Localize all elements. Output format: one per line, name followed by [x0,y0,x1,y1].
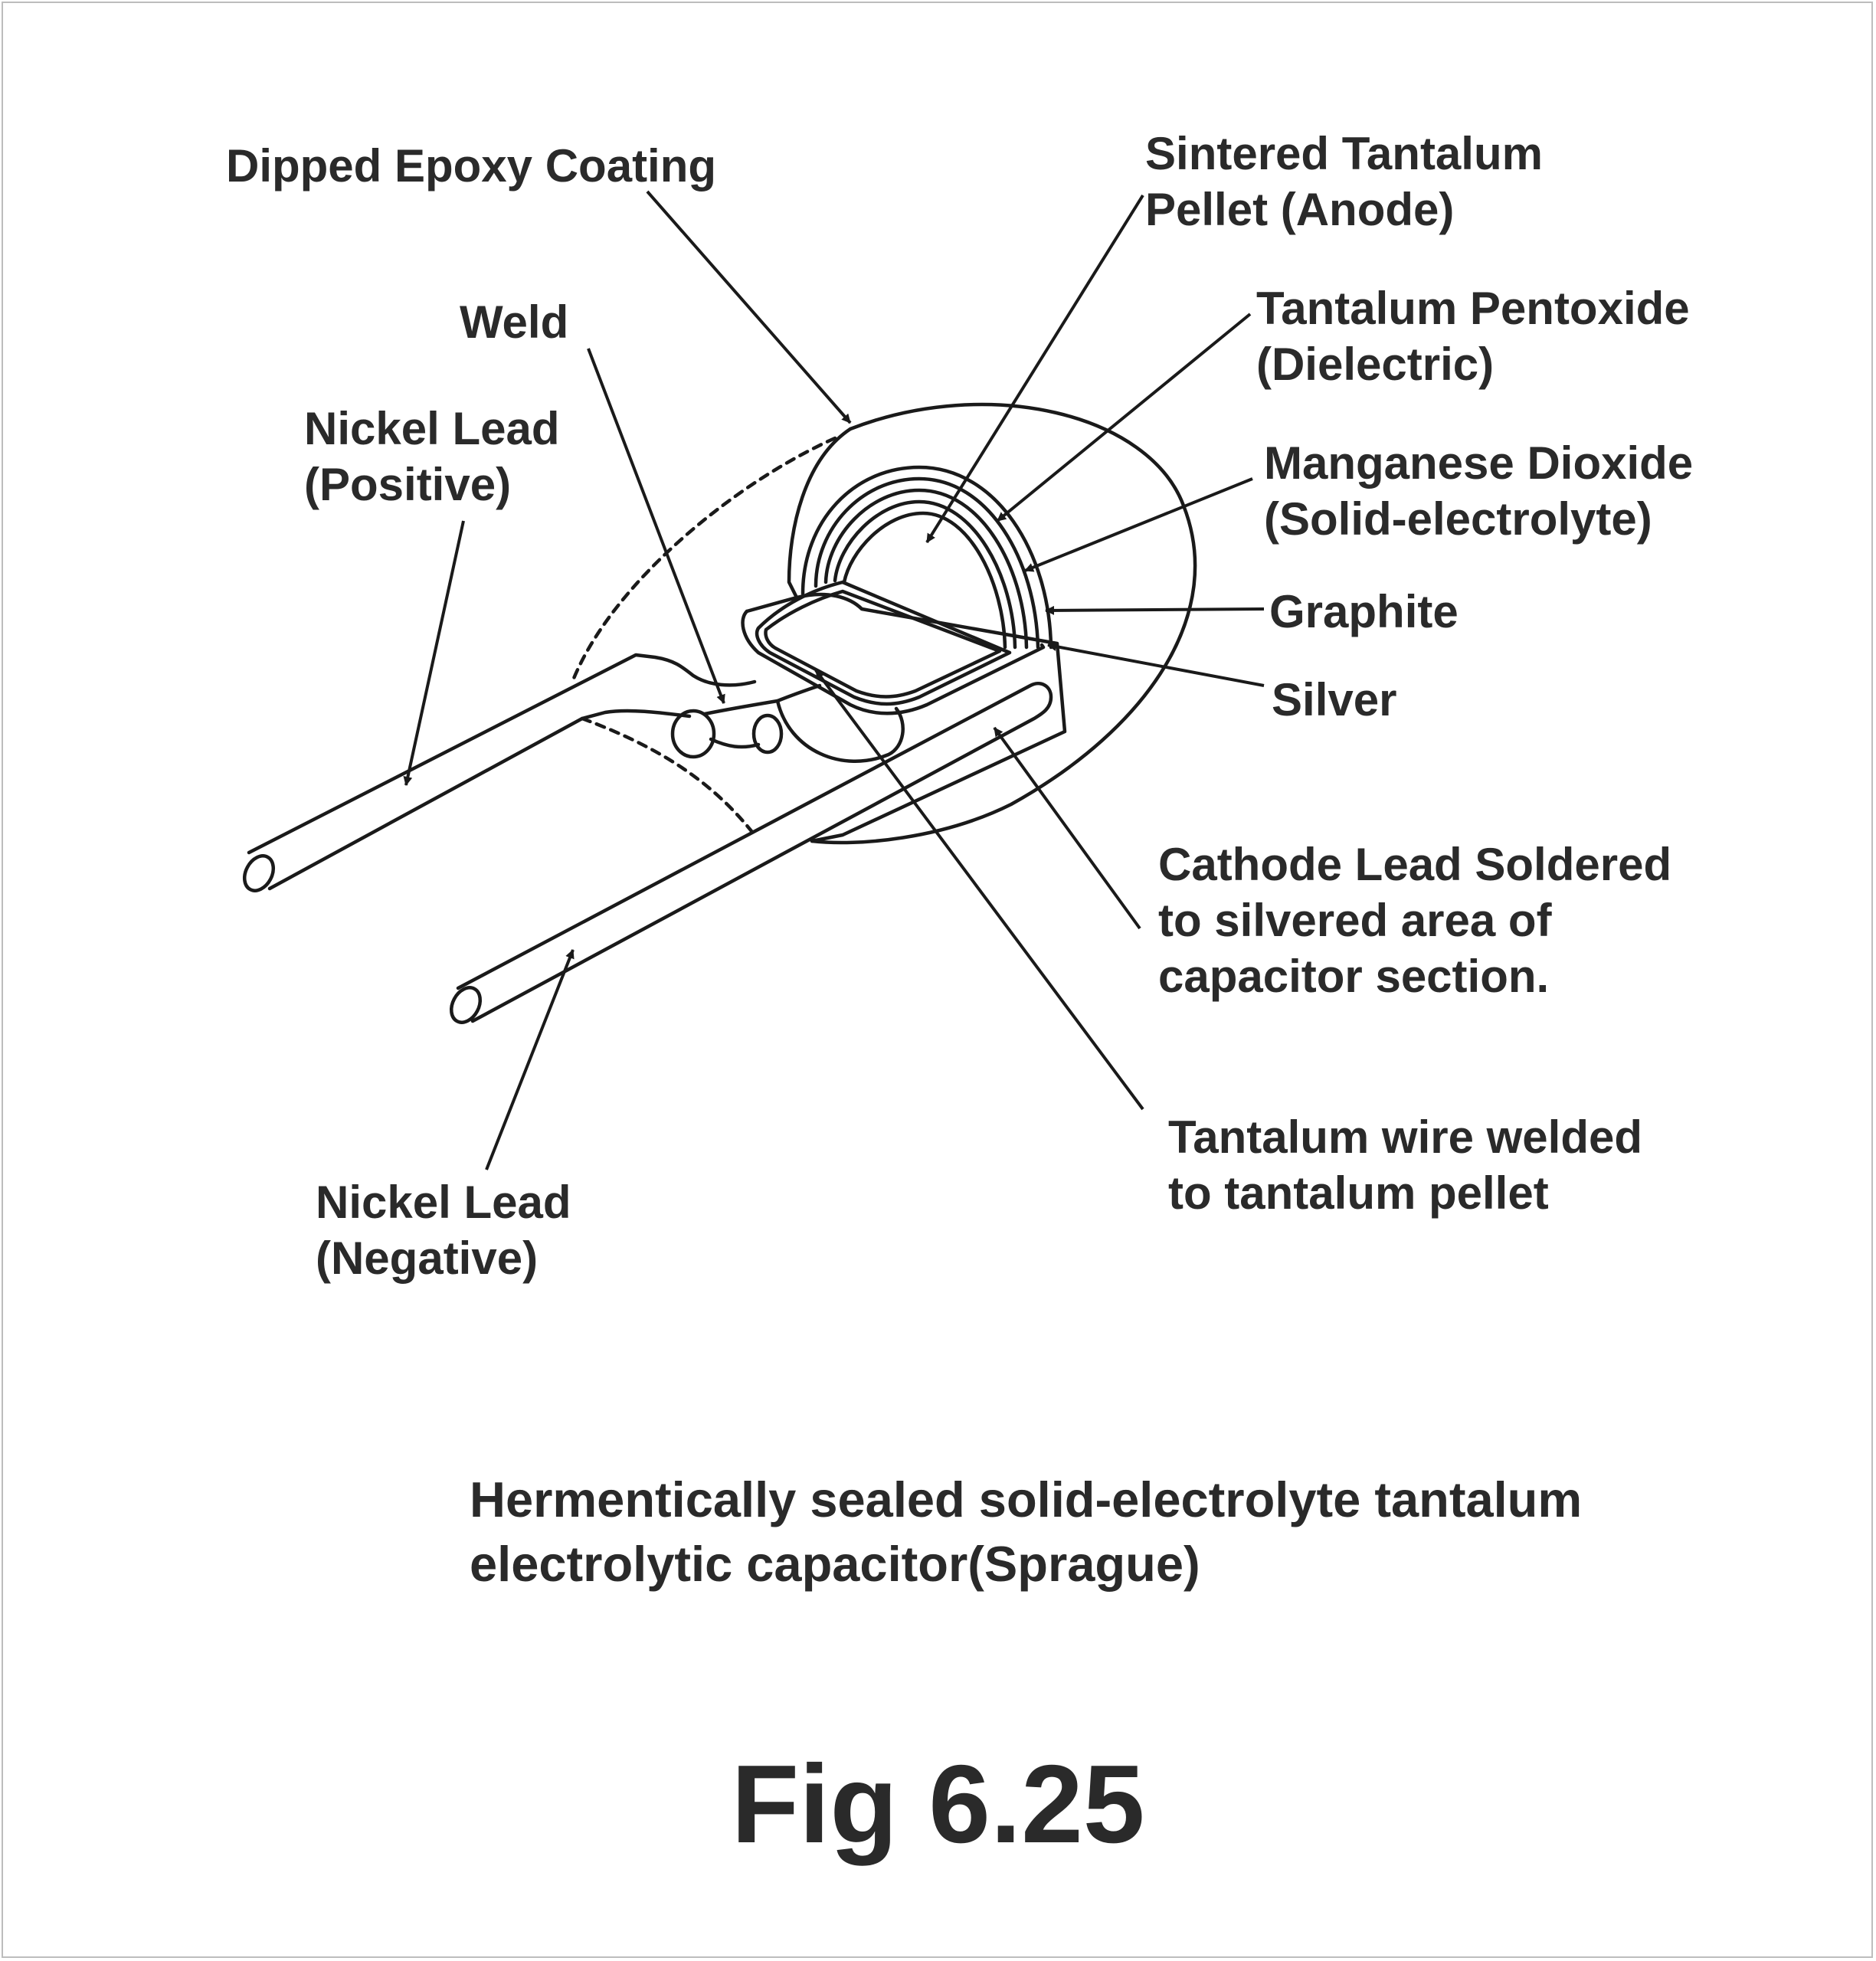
negative-lead-top [456,682,1053,1023]
positive-lead-bend [580,709,692,721]
leader-graphite [1045,605,1265,615]
label-graphite: Graphite [1269,586,1459,637]
label-weld: Weld [460,296,569,348]
leader-weld [587,348,725,704]
label-cathode-lead: Cathode Lead Soldered to silvered area o… [1158,839,1672,1002]
leader-sintered-pellet [925,194,1144,544]
epoxy-outer-shell [810,402,1197,845]
label-manganese: Manganese Dioxide (Solid-electrolyte) [1264,437,1694,545]
leader-nickel-positive [403,520,465,786]
weld-nugget-2 [751,713,784,755]
leader-cathode-lead [993,726,1141,930]
label-sintered-pellet: Sintered Tantalum Pellet (Anode) [1145,128,1543,235]
label-tantalum-wire: Tantalum wire welded to tantalum pellet [1168,1111,1643,1219]
label-nickel-negative: Nickel Lead (Negative) [316,1177,571,1284]
label-dipped-epoxy: Dipped Epoxy Coating [226,140,717,192]
leader-nickel-negative [485,949,575,1170]
pellet-face-outer [741,609,1046,715]
tantalum-wire-loop [775,699,905,763]
epoxy-inner-shell [787,427,1067,843]
positive-lead-end [242,854,276,892]
pellet-face [755,580,1012,706]
manganese-layer [823,488,1029,650]
leader-silver [1047,642,1265,687]
label-silver: Silver [1272,674,1397,725]
negative-lead-end [449,986,483,1024]
positive-lead-bottom [267,716,584,891]
figure-number: Fig 6.25 [731,1742,1145,1866]
weld-bridge [709,737,761,749]
leader-dipped-epoxy [646,190,852,424]
leader-pentoxide [996,313,1252,522]
label-nickel-positive: Nickel Lead (Positive) [304,403,560,510]
anode-arch [842,511,1007,650]
pellet-face-inner [764,589,1002,699]
pentoxide-layer [833,499,1017,650]
label-pentoxide: Tantalum Pentoxide (Dielectric) [1256,283,1690,390]
hidden-outline-upper [571,436,837,683]
hidden-outline-lower [580,716,757,837]
figure-caption: Hermentically sealed solid-electrolyte t… [470,1472,1583,1592]
graphite-layer [814,476,1040,650]
pellet-face-layer [745,595,799,614]
weld-nugget-1 [670,709,716,759]
leader-manganese [1024,477,1253,572]
positive-lead-top [247,653,757,855]
leader-tantalum-wire [814,669,1144,1111]
